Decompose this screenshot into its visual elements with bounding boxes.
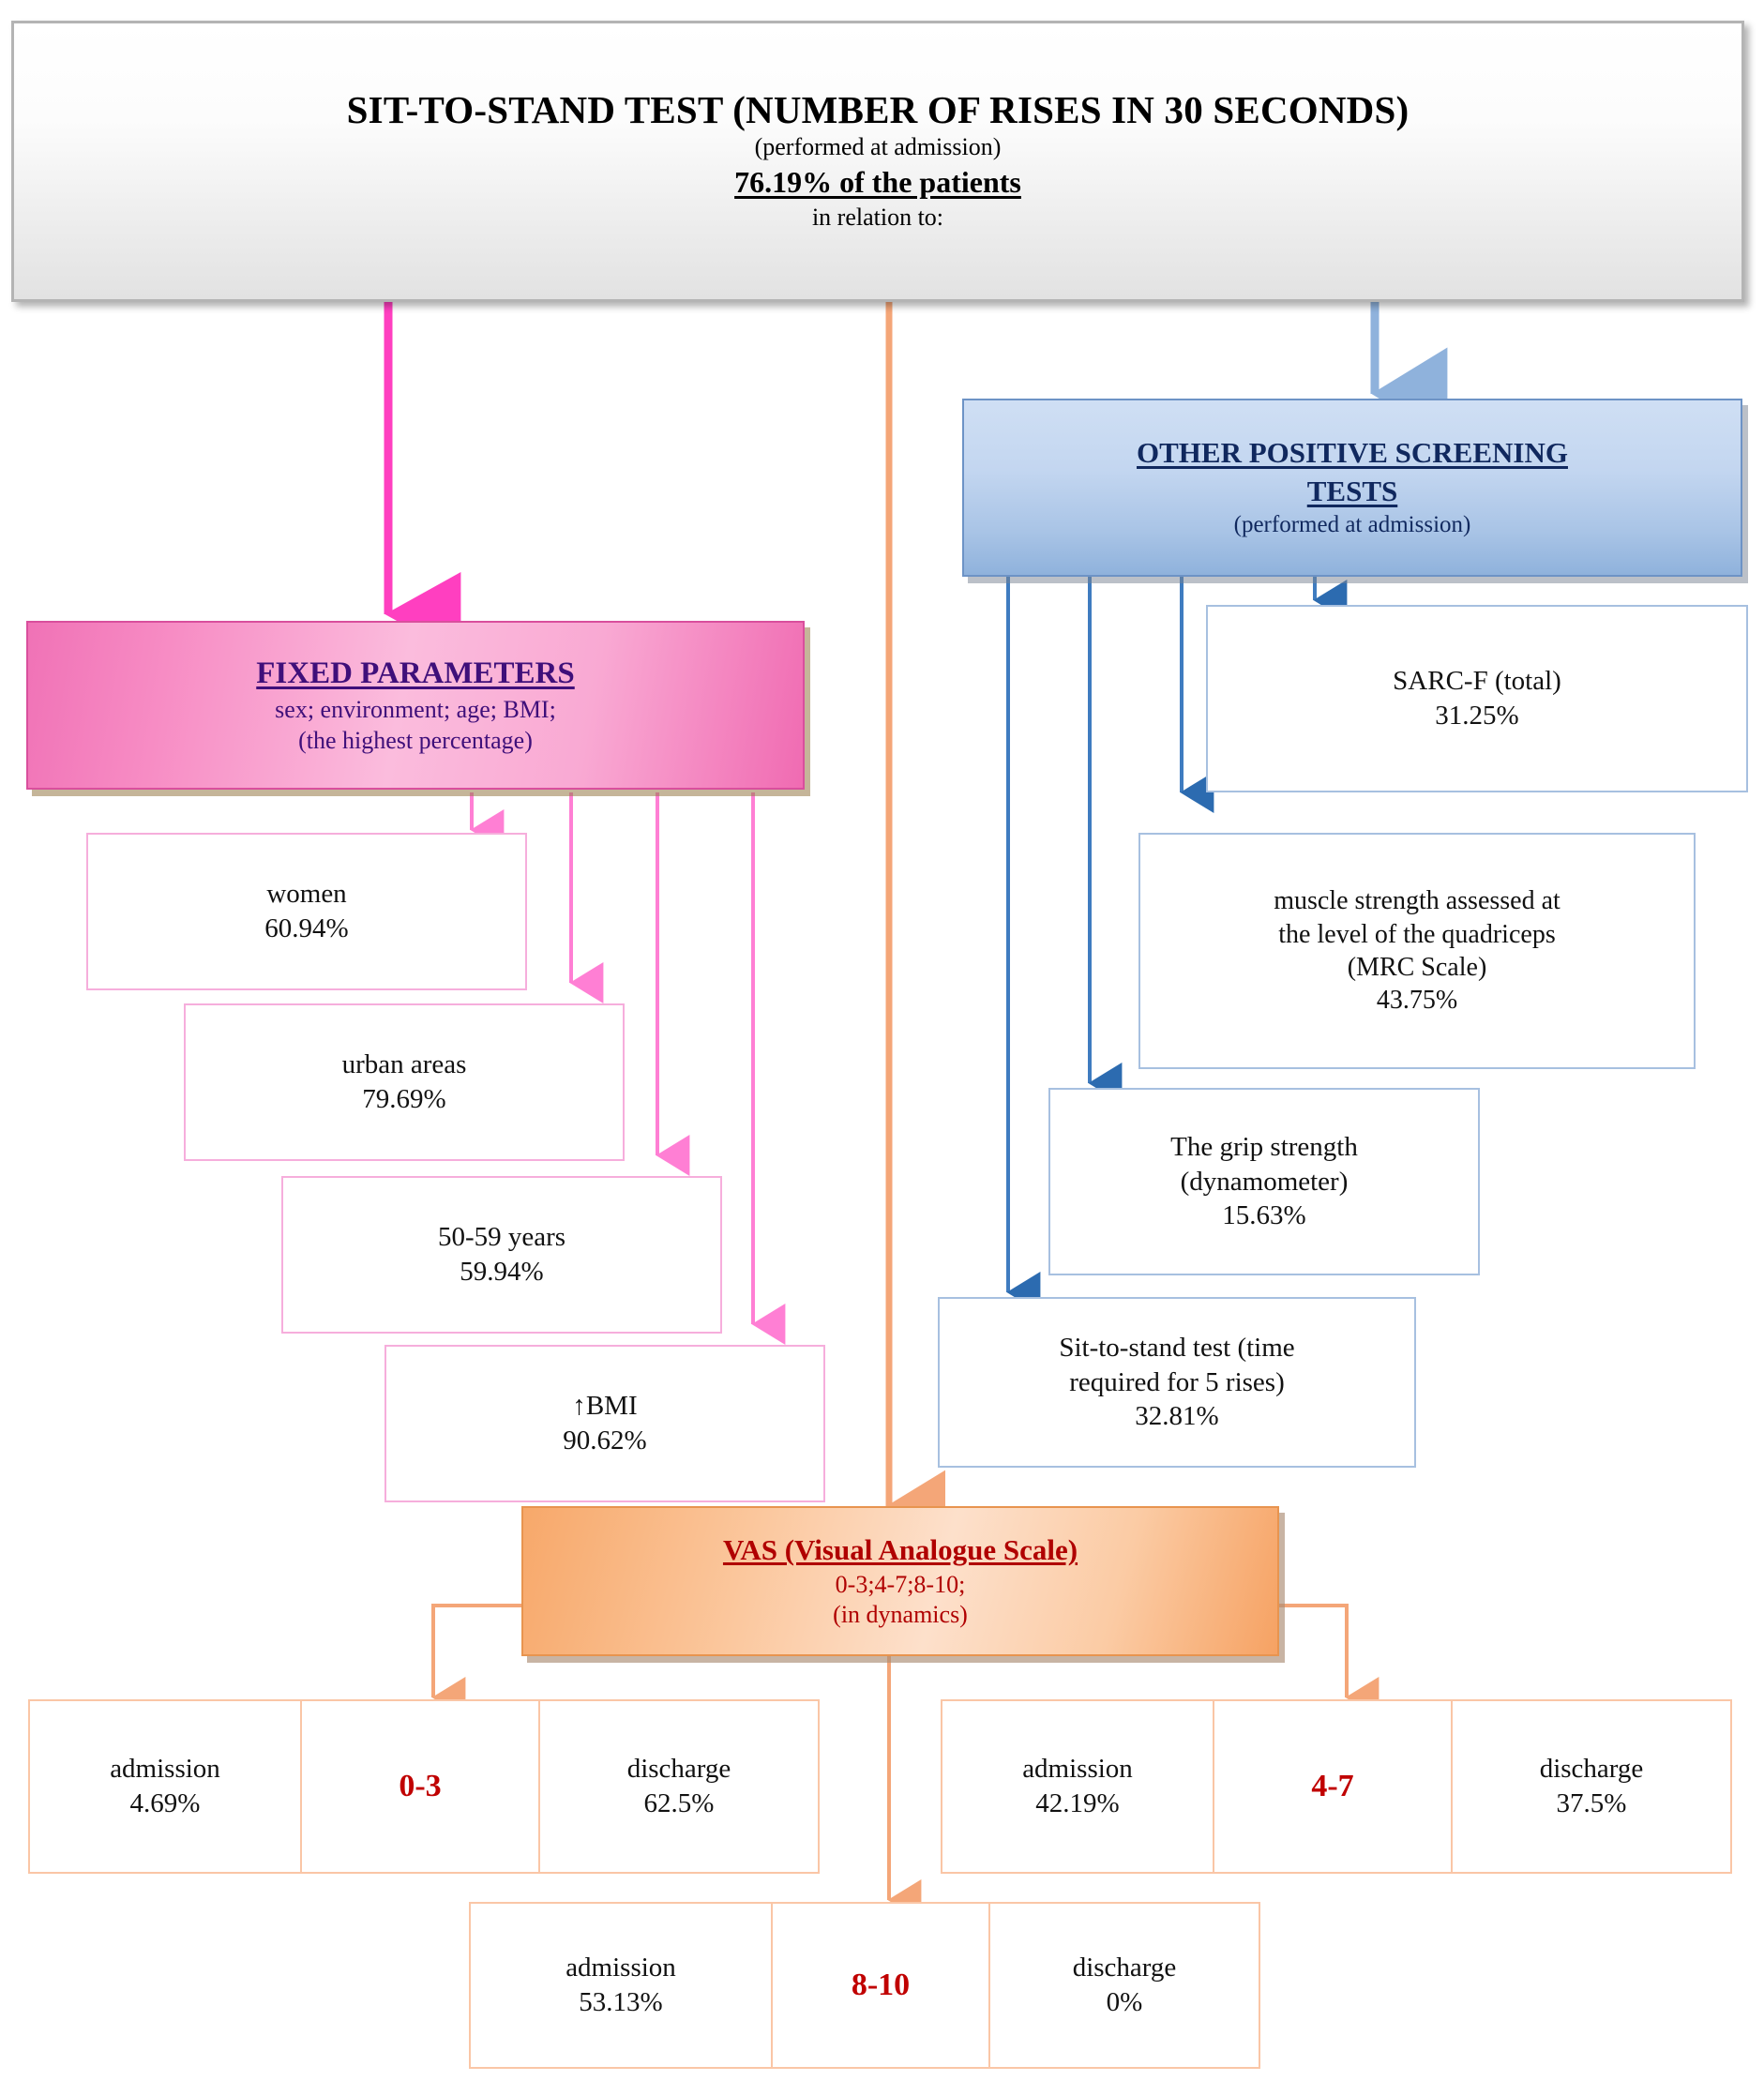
header-stat: 76.19% of the patients [734, 164, 1021, 199]
other-test-item-sarc-f: SARC-F (total) 31.25% [1206, 605, 1748, 792]
score-label: 8-10 [851, 1968, 911, 2003]
fixed-parameter-item-bmi: ↑BMI 90.62% [384, 1345, 825, 1502]
admission-label: admission [565, 1952, 676, 1983]
other-tests-title-line2: TESTS [1306, 474, 1398, 507]
discharge-label: discharge [626, 1753, 731, 1784]
other-test-item-muscle-strength: muscle strength assessed at the level of… [1138, 833, 1696, 1069]
other-test-item-grip-strength: The grip strength (dynamometer) 15.63% [1048, 1088, 1480, 1275]
discharge-value: 0% [1106, 1987, 1143, 2017]
vas-admission-cell: admission 53.13% [471, 1904, 773, 2067]
admission-value: 42.19% [1035, 1788, 1120, 1818]
discharge-label: discharge [1539, 1753, 1644, 1784]
item-label: SARC-F (total) [1393, 666, 1561, 697]
discharge-value: 37.5% [1556, 1788, 1627, 1818]
item-label-line1: Sit-to-stand test (time [1059, 1333, 1295, 1364]
vas-score-cell: 8-10 [773, 1904, 990, 2067]
vas-discharge-cell: discharge 0% [990, 1904, 1259, 2067]
vas-ranges: 0-3;4-7;8-10; [835, 1570, 966, 1598]
fixed-parameters-box: FIXED PARAMETERS sex; environment; age; … [26, 621, 805, 790]
fixed-parameters-line2: (the highest percentage) [298, 727, 533, 755]
item-value: 15.63% [1222, 1200, 1306, 1231]
item-value: 59.94% [460, 1257, 544, 1287]
header-subtitle: (performed at admission) [754, 133, 1002, 160]
item-value: 43.75% [1376, 986, 1458, 1016]
fixed-parameter-item-age: 50-59 years 59.94% [281, 1176, 722, 1334]
vas-group-8-10: admission 53.13% 8-10 discharge 0% [469, 1902, 1260, 2069]
other-positive-tests-box: OTHER POSITIVE SCREENING TESTS (performe… [962, 399, 1742, 577]
item-label-line1: muscle strength assessed at [1274, 886, 1560, 916]
header-box: SIT-TO-STAND TEST (NUMBER OF RISES IN 30… [11, 21, 1744, 302]
discharge-label: discharge [1072, 1952, 1177, 1983]
header-title: SIT-TO-STAND TEST (NUMBER OF RISES IN 30… [346, 88, 1410, 132]
item-label-line2: the level of the quadriceps [1278, 919, 1556, 949]
item-label-line3: (MRC Scale) [1347, 953, 1487, 982]
item-label: urban areas [341, 1049, 467, 1080]
item-value: 32.81% [1135, 1401, 1219, 1432]
vas-score-cell: 4-7 [1214, 1701, 1453, 1872]
fixed-parameter-item-women: women 60.94% [86, 833, 527, 990]
admission-label: admission [110, 1753, 220, 1784]
header-relation: in relation to: [811, 204, 944, 232]
score-label: 0-3 [399, 1769, 442, 1804]
other-tests-subtitle: (performed at admission) [1233, 512, 1471, 538]
item-label-line2: required for 5 rises) [1069, 1366, 1285, 1397]
fixed-parameters-line1: sex; environment; age; BMI; [275, 695, 556, 723]
admission-value: 4.69% [129, 1788, 201, 1818]
admission-value: 53.13% [579, 1987, 663, 2017]
item-label: 50-59 years [437, 1222, 566, 1253]
fixed-parameter-item-urban-areas: urban areas 79.69% [184, 1003, 625, 1161]
other-test-item-sit-to-stand-5-rises: Sit-to-stand test (time required for 5 r… [938, 1297, 1416, 1468]
item-value: 60.94% [264, 913, 349, 943]
vas-title: VAS (Visual Analogue Scale) [722, 1533, 1078, 1567]
vas-note: (in dynamics) [833, 1601, 968, 1629]
vas-admission-cell: admission 4.69% [30, 1701, 302, 1872]
item-label: ↑BMI [572, 1391, 638, 1422]
vas-group-0-3: admission 4.69% 0-3 discharge 62.5% [28, 1699, 820, 1874]
item-value: 90.62% [563, 1425, 647, 1455]
admission-label: admission [1022, 1753, 1133, 1784]
item-label-line2: (dynamometer) [1180, 1166, 1349, 1197]
fixed-parameters-title: FIXED PARAMETERS [256, 656, 575, 690]
vas-box: VAS (Visual Analogue Scale) 0-3;4-7;8-10… [521, 1506, 1279, 1656]
item-label: women [266, 879, 347, 910]
discharge-value: 62.5% [643, 1788, 715, 1818]
vas-admission-cell: admission 42.19% [942, 1701, 1214, 1872]
item-value: 79.69% [362, 1084, 446, 1114]
vas-group-4-7: admission 42.19% 4-7 discharge 37.5% [941, 1699, 1732, 1874]
item-label-line1: The grip strength [1170, 1132, 1358, 1163]
vas-discharge-cell: discharge 62.5% [540, 1701, 818, 1872]
vas-discharge-cell: discharge 37.5% [1453, 1701, 1730, 1872]
vas-score-cell: 0-3 [302, 1701, 540, 1872]
item-value: 31.25% [1435, 701, 1519, 731]
other-tests-title-line1: OTHER POSITIVE SCREENING [1137, 436, 1568, 470]
score-label: 4-7 [1311, 1769, 1354, 1804]
